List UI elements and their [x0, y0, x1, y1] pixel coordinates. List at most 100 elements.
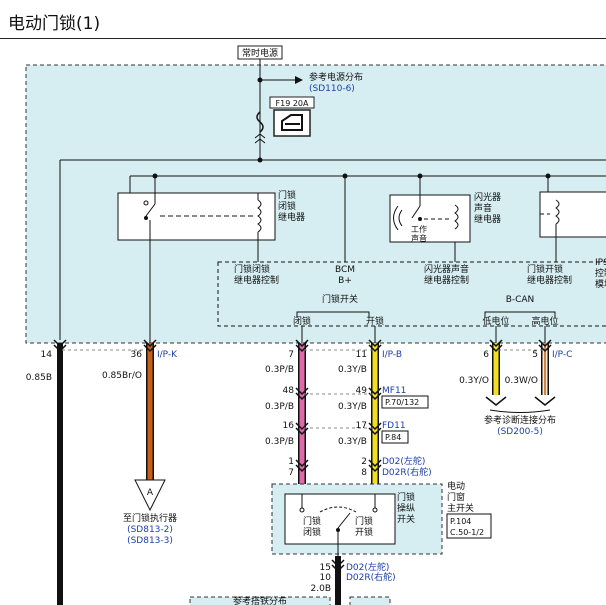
- unlock-relay-box: [539, 191, 606, 238]
- bcm-bplus: B+: [338, 276, 352, 286]
- power-ref-code: (SD110-6): [309, 84, 355, 94]
- unlock-connectors-icon: [368, 339, 382, 473]
- page-ref-1: P.70/132: [385, 398, 419, 407]
- lock-gauge-1: 0.3P/B: [265, 365, 294, 375]
- bottom-ref: 参考搭铁分布: [233, 595, 287, 605]
- unlock-pin-4: 2: [361, 457, 367, 467]
- wire-36-gauge: 0.85Br/O: [102, 371, 142, 381]
- bcm-box: [217, 261, 606, 327]
- ms-unlock-1: 门锁: [355, 515, 373, 527]
- conn-ipb: I/P-B: [382, 350, 402, 360]
- lock-pin-4: 1: [288, 457, 294, 467]
- actuator-letter: A: [147, 488, 154, 498]
- can-ref-label: 参考诊断连接分布: [484, 414, 556, 426]
- actuator-label: 至门锁执行器: [123, 512, 177, 524]
- fuse-label: F19 20A: [276, 99, 310, 108]
- conn-ipc: I/P-C: [552, 350, 572, 360]
- bottom-ref-box-2: [349, 596, 391, 605]
- bcan-bracket: [484, 311, 556, 318]
- flasher-switch: [411, 205, 421, 219]
- actuator-connector-icon: [134, 479, 166, 512]
- unlock-pin-3: 17: [356, 421, 367, 431]
- lock-pin-3: 16: [283, 421, 295, 431]
- low-level-label: 低电位: [482, 315, 509, 327]
- can-gauge-1: 0.3Y/O: [459, 376, 489, 386]
- fuse-icon: [256, 111, 264, 133]
- bottom-ref-box: [189, 596, 331, 605]
- ms-inner-3: 开关: [397, 513, 415, 525]
- lock-gauge-3: 0.3P/B: [265, 437, 294, 447]
- fuse-chevron: [254, 133, 266, 144]
- ms-page-box: [446, 513, 492, 539]
- fuse-box-icon-shape: [281, 114, 303, 131]
- bcm-ips-1: IPS: [595, 258, 606, 268]
- flasher-inner-1: 工作: [411, 224, 427, 234]
- unlock-d02: D02(左舵): [382, 455, 425, 467]
- unlock-gauge-2: 0.3Y/B: [338, 402, 367, 412]
- bottom-pin-1: 15: [320, 563, 331, 573]
- conn-mf11: MF11: [382, 386, 406, 396]
- flasher-label-1: 闪光器: [474, 191, 501, 203]
- ms-unlock-2: 开锁: [355, 526, 373, 538]
- connector-14-icon: [53, 339, 67, 353]
- lock-switch-bracket: [296, 311, 370, 318]
- unlock-gauge-1: 0.3Y/B: [338, 365, 367, 375]
- ms-unlock-contact: [372, 507, 378, 513]
- lock-switch-label: 门锁开关: [322, 293, 358, 305]
- bus-node-1: [257, 157, 263, 163]
- bcm-ips-3: 模块: [595, 278, 606, 290]
- lock-relay-coil-icon: [257, 199, 262, 233]
- bcm-ips-2: 控制: [595, 267, 606, 279]
- bcm-lock-ctrl-1: 门锁闭锁: [234, 263, 270, 275]
- pin-36: 36: [131, 350, 143, 360]
- ms-name-3: 主开关: [447, 502, 474, 514]
- power-ref-label: 参考电源分布: [309, 71, 363, 83]
- bcm-label: BCM: [335, 265, 355, 275]
- bcm-unlock-ctrl-2: 继电器控制: [527, 274, 572, 286]
- page-ref-box-2: [381, 430, 409, 444]
- pin-14: 14: [41, 350, 53, 360]
- fuse-label-box: [269, 96, 315, 109]
- lock-relay-label-2: 闭锁: [278, 200, 296, 212]
- ms-name-1: 电动: [447, 480, 465, 492]
- bcan-label: B-CAN: [506, 295, 535, 305]
- power-ref-arrow: [295, 76, 303, 84]
- title-bar: 电动门锁(1): [0, 0, 606, 39]
- bcm-flasher-ctrl-2: 继电器控制: [424, 274, 469, 286]
- bottom-d02r: D02R(右舵): [346, 571, 396, 583]
- ms-page-1: P.104: [450, 517, 471, 526]
- bcm-unlock-ctrl-1: 门锁开锁: [527, 263, 563, 275]
- ms-lock-2: 闭锁: [303, 526, 321, 538]
- can-ref-code: (SD200-5): [497, 427, 543, 437]
- bcm-flasher-ctrl-1: 闪光器声音: [424, 263, 469, 275]
- flasher-inner-2: 声音: [411, 233, 427, 243]
- lock-relay-pivot: [144, 216, 148, 220]
- flasher-pivot: [418, 217, 422, 221]
- ms-inner-1: 门锁: [397, 491, 415, 503]
- actuator-code-1: (SD813-2): [127, 525, 173, 535]
- unlock-d02r: D02R(右舵): [382, 466, 432, 478]
- lock-relay-contact-open: [143, 200, 149, 206]
- flasher-coil-icon: [454, 204, 459, 230]
- bottom-d02: D02(左舵): [346, 561, 389, 573]
- bcm-lock-ctrl-2: 继电器控制: [234, 274, 279, 286]
- lock-label: 闭锁: [293, 315, 311, 327]
- unlock-relay-coil-icon: [555, 199, 560, 225]
- lock-pin-5: 7: [288, 468, 294, 478]
- ms-name-2: 门窗: [447, 491, 465, 503]
- flasher-label-2: 声音: [474, 202, 492, 214]
- bottom-connector-icon: [331, 559, 345, 573]
- horn-icon: [393, 205, 403, 231]
- ms-switch-blade: [337, 512, 351, 529]
- unlock-label: 开锁: [366, 315, 384, 327]
- conn-fd11: FD11: [382, 421, 406, 431]
- can-pin-2: 5: [532, 350, 538, 360]
- conn-ipk: I/P-K: [157, 350, 178, 360]
- page-ref-2: P.84: [385, 433, 401, 442]
- lock-connectors-icon: [295, 339, 309, 473]
- page-ref-box-1: [381, 395, 429, 409]
- ms-page-2: C.50-1/2: [450, 528, 484, 537]
- bottom-gauge: 2.0B: [311, 584, 332, 594]
- can-pin-1: 6: [483, 350, 489, 360]
